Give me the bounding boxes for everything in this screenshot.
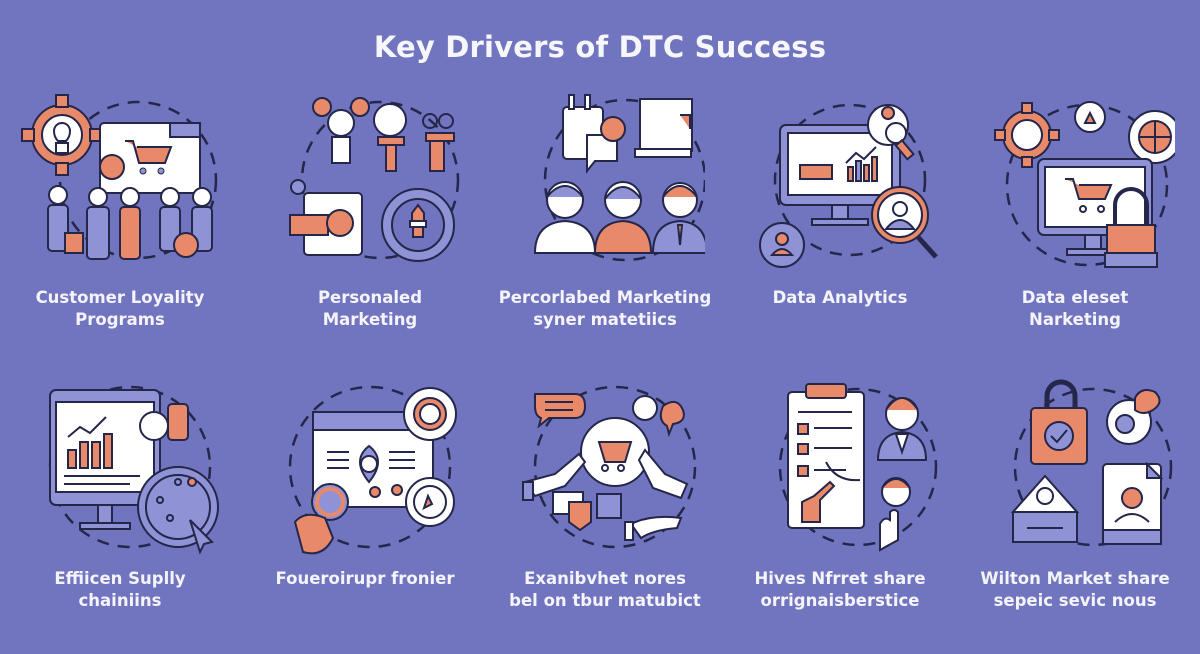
driver-label: Foueroirupr fronier (275, 569, 455, 588)
hands-cart-speech-bubbles-icon (505, 372, 705, 562)
driver-label: Hives Nfrret share orrignaisberstice (754, 569, 926, 610)
driver-label: Exanibvhet nores bel on tbur matubict (509, 569, 701, 610)
driver-label: Effiicen Suplly chainiins (54, 569, 186, 610)
browser-gears-magnifier-hand-icon (265, 372, 465, 562)
driver-label: Wilton Market share sepeic sevic nous (980, 569, 1170, 610)
lock-bag-document-envelope-icon (975, 372, 1175, 562)
driver-label: Data Analytics (772, 288, 908, 307)
driver-label: Data eleset Narketing (1021, 288, 1129, 329)
supply-chain-chart-monitor-cursor-icon (20, 372, 220, 562)
data-analytics-monitor-magnifier-icon (740, 85, 940, 275)
page-title: Key Drivers of DTC Success (373, 30, 827, 64)
driver-label: Percorlabed Marketing syner matetiics (498, 288, 712, 329)
driver-label: Personaled Marketing (317, 288, 423, 329)
loyalty-lightbulb-gear-cart-people-icon (20, 85, 220, 275)
clipboard-checklist-people-icon (740, 372, 940, 562)
monitor-cart-gear-globe-lock-icon (975, 85, 1175, 275)
driver-label: Customer Loyality Programs (35, 288, 205, 329)
personalized-marketing-trophies-gear-icon (270, 85, 470, 275)
team-people-chat-board-icon (505, 85, 705, 275)
